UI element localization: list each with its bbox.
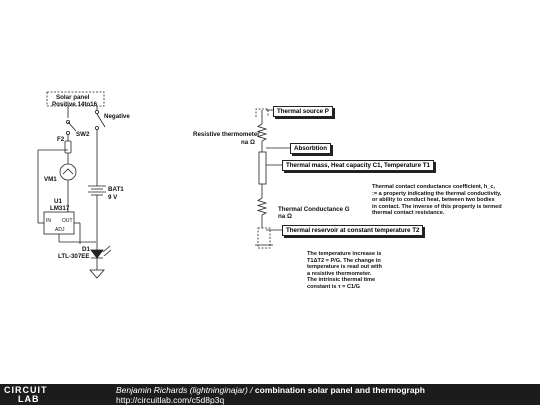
thermal-reservoir-callout: Thermal reservoir at constant temperatur… (282, 225, 424, 236)
solar-panel-label: Solar panel (56, 94, 90, 101)
logo-top-text: CIRCUIT (4, 385, 48, 395)
circuitlab-logo: CIRCUIT LAB (4, 386, 48, 404)
circuit-title[interactable]: combination solar panel and thermograph (254, 385, 425, 395)
solar-panel-box (46, 91, 105, 107)
resistive-thermometer-value: na Ω (241, 139, 255, 146)
thermal-conductance-label: Thermal Conductance G (278, 206, 350, 213)
solar-panel-sub-label: Positive 14to16 (52, 101, 98, 108)
thermal-source-callout: Thermal source P (273, 106, 333, 117)
thermal-mass-callout: Thermal mass, Heat capacity C1, Temperat… (282, 160, 434, 171)
u1-adj-label: ADJ (55, 227, 65, 233)
u1-part-label: LM317 (50, 205, 70, 212)
u1-in-label: IN (46, 218, 51, 224)
contact-conductance-note: Thermal contact conductance coefficient,… (372, 184, 502, 217)
bat1-value-label: 9 V (108, 194, 118, 201)
f2-label: F2 (57, 136, 65, 143)
thermal-mass-block (258, 151, 267, 185)
vm1-label: VM1 (44, 176, 57, 183)
sw2-contact (66, 120, 71, 125)
ground-symbol (89, 269, 105, 279)
d1-part-label: LTL-307EE (58, 253, 90, 260)
bat1-ref-label: BAT1 (108, 186, 124, 193)
d1-ref-label: D1 (82, 246, 90, 253)
resistive-thermometer-label: Resistive thermometer (193, 131, 260, 138)
negative-label: Negative (104, 113, 130, 120)
led-d1 (90, 249, 104, 259)
sw2-label: SW2 (76, 131, 90, 138)
absorption-callout: Absorbtion (290, 143, 331, 154)
circuit-url-link[interactable]: http://circuitlab.com/c5d8p3q (116, 395, 225, 405)
u1-ref-label: U1 (54, 198, 62, 205)
sw2-lever (67, 121, 77, 132)
title-separator: / (247, 385, 255, 395)
logo-bottom-text: LAB (18, 394, 40, 404)
temperature-note: The temperature increase is T1ΔT2 = P/G.… (307, 251, 382, 290)
thermal-reservoir-box (257, 227, 271, 249)
footer-bar: CIRCUIT LAB Benjamin Richards (lightning… (0, 384, 540, 405)
footer-title-line: Benjamin Richards (lightninginajar) / co… (116, 385, 425, 395)
thermal-conductance-value: na Ω (278, 213, 292, 220)
fuse-f2 (64, 140, 72, 154)
voltmeter-vm1 (59, 163, 77, 181)
resistive-thermometer-symbol (256, 123, 268, 142)
u1-out-label: OUT (62, 218, 73, 224)
thermal-conductance-symbol (256, 197, 268, 216)
author-name[interactable]: Benjamin Richards (lightninginajar) (116, 385, 248, 395)
